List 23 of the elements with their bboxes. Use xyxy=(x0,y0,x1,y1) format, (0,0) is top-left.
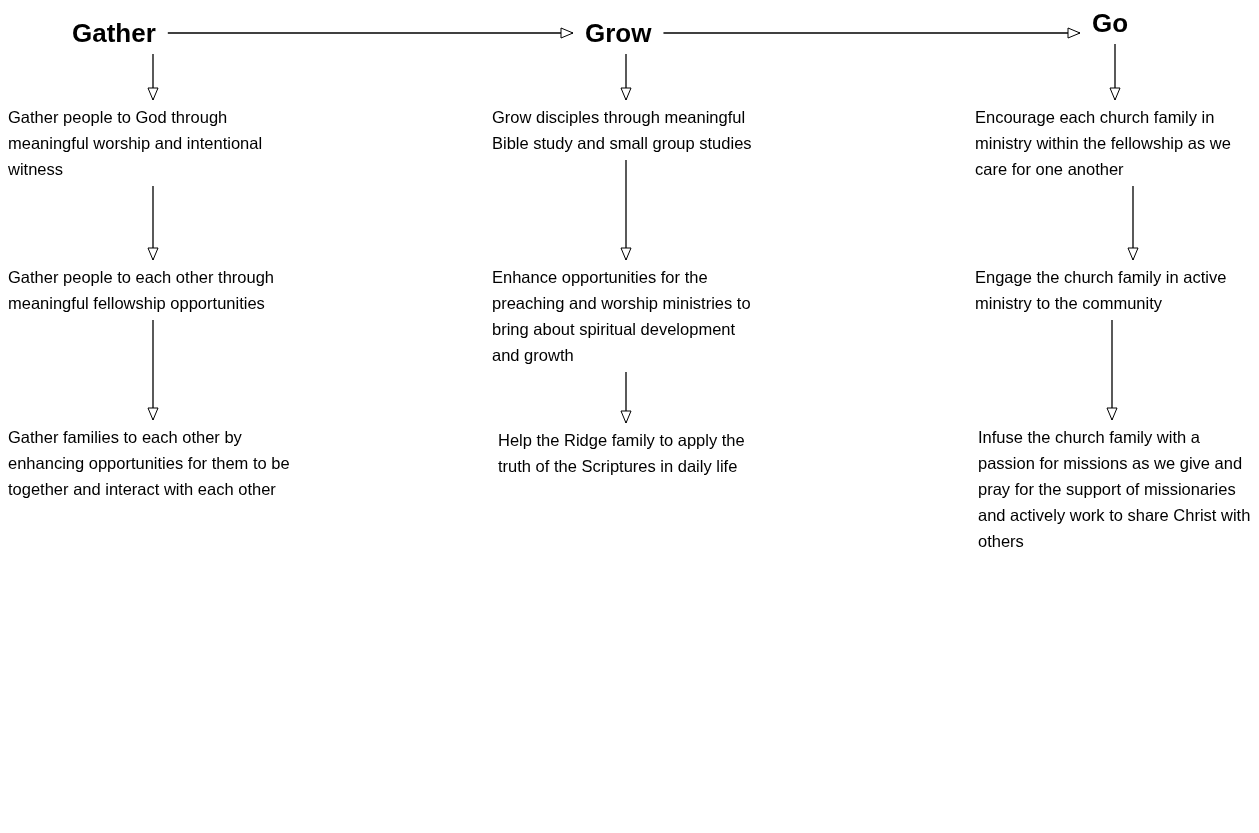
arrow xyxy=(1127,185,1139,261)
arrow xyxy=(620,371,632,424)
step-text: Grow disciples through meaningful Bible study and small group studies xyxy=(492,104,757,156)
arrow xyxy=(620,53,632,101)
stage-heading: Go xyxy=(1092,6,1129,40)
step-text: Gather people to God through meaningful worship and intentional witness xyxy=(8,104,308,182)
step-text: Encourage each church family in ministry within the fellowship as we care for one another xyxy=(975,104,1255,182)
arrow xyxy=(147,185,159,261)
arrow xyxy=(662,27,1081,39)
step-text: Gather families to each other by enhancing opportunities for them to be together and interact with each other xyxy=(8,424,308,502)
arrow xyxy=(147,53,159,101)
step-text: Engage the church family in active ministry to the community xyxy=(975,264,1235,316)
stage-heading: Grow xyxy=(585,16,652,50)
step-text: Gather people to each other through meaningful fellowship opportunities xyxy=(8,264,308,316)
arrow xyxy=(620,159,632,261)
stage-heading: Gather xyxy=(72,16,156,50)
arrow xyxy=(167,27,574,39)
step-text: Help the Ridge family to apply the truth of the Scriptures in daily life xyxy=(498,427,763,479)
step-text: Enhance opportunities for the preaching and worship ministries to bring about spiritual development and growth xyxy=(492,264,757,368)
arrow xyxy=(147,319,159,421)
arrow xyxy=(1109,43,1121,101)
step-text: Infuse the church family with a passion for missions as we give and pray for the support of missionaries and actively work to share Christ with others xyxy=(978,424,1258,554)
arrow xyxy=(1106,319,1118,421)
